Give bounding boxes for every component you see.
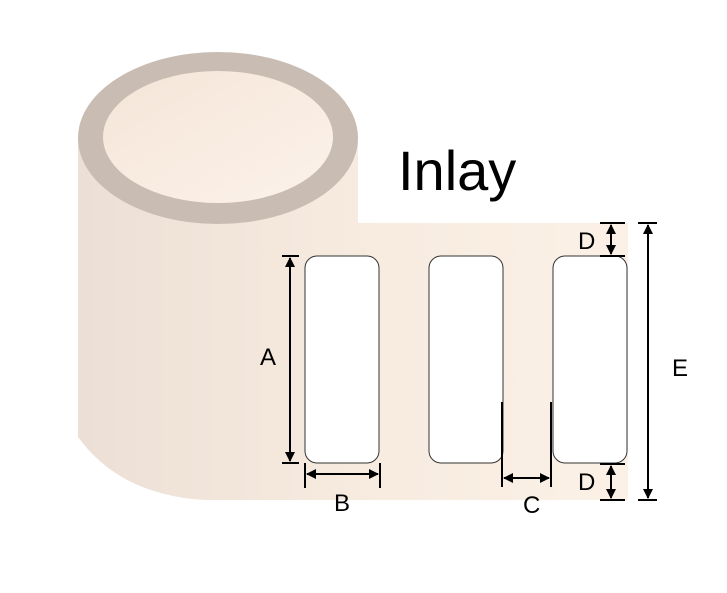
label-b: B <box>334 490 350 517</box>
label-3 <box>552 255 628 464</box>
label-d-bottom: D <box>578 469 595 496</box>
label-c: C <box>523 492 540 519</box>
label-d-top: D <box>578 228 595 255</box>
label-1 <box>304 255 380 464</box>
label-e: E <box>672 355 688 382</box>
diagram-title: Inlay <box>398 139 516 202</box>
roll-core <box>103 71 333 203</box>
label-a: A <box>260 344 276 371</box>
label-2 <box>428 255 504 464</box>
